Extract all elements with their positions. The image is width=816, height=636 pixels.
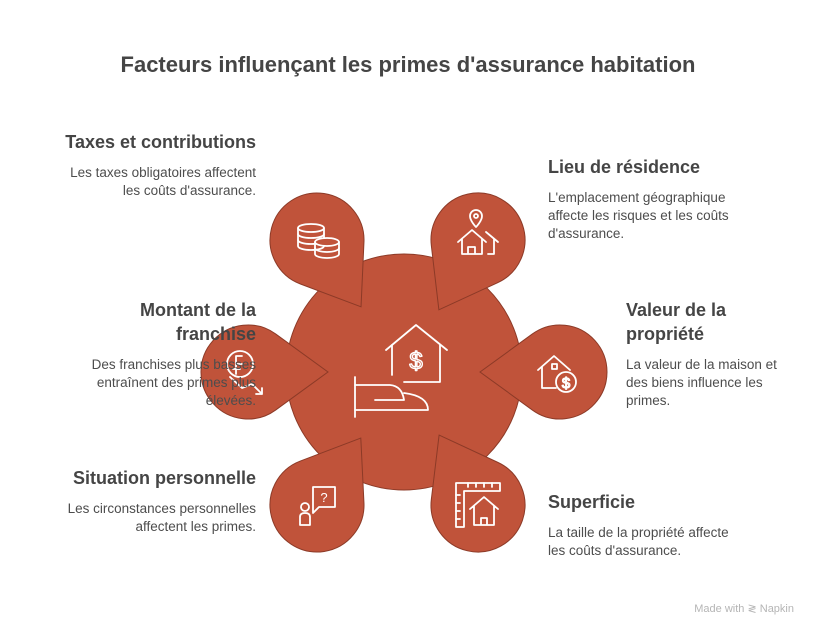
svg-text:$: $ [409,348,422,375]
house-dollar-hand-icon: $ [354,324,448,418]
petal-superficie [430,434,526,553]
person-question-icon: ? [299,486,336,526]
factor-superficie: Superficie La taille de la propriété affe… [548,490,748,560]
petal-franchise [200,324,329,420]
factor-title: Situation personnelle [72,468,256,488]
page-title: Facteurs influençant les primes d'assura… [120,52,696,77]
factor-title: Superficie [548,492,636,512]
location-houses-icon [457,209,499,255]
factor-description: Des franchises plus basses entraînent de… [91,357,256,408]
franc-down-arrow-icon [226,350,263,395]
factor-description: Les taxes obligatoires affectent les coû… [70,165,256,198]
footer: Made with ≷ Napkin [694,603,794,615]
napkin-logo-icon: ≷ [747,603,757,615]
factor-description: L'emplacement géographique affecte les r… [548,190,729,241]
house-dollar-icon: $ [537,355,577,393]
factor-title: Taxes et contributions [65,132,256,152]
factor-title: Valeur de la propriété [626,300,727,344]
petal-valeur [479,324,608,420]
factor-title: Lieu de résidence [548,157,701,177]
svg-text:?: ? [320,490,327,505]
petal-situation [269,437,365,553]
factor-title: Montant de la franchise [140,300,256,344]
factor-description: La taille de la propriété affecte les co… [548,525,729,558]
svg-text:$: $ [562,375,571,392]
factor-description: La valeur de la maison et des biens infl… [626,357,777,408]
ruler-house-icon [455,482,501,528]
coins-stack-icon [297,223,340,259]
factor-valeur: Valeur de la propriété La valeur de la ma… [626,298,786,410]
petal-lieu [430,192,526,311]
factor-description: Les circonstances personnelles affectent… [67,501,256,534]
